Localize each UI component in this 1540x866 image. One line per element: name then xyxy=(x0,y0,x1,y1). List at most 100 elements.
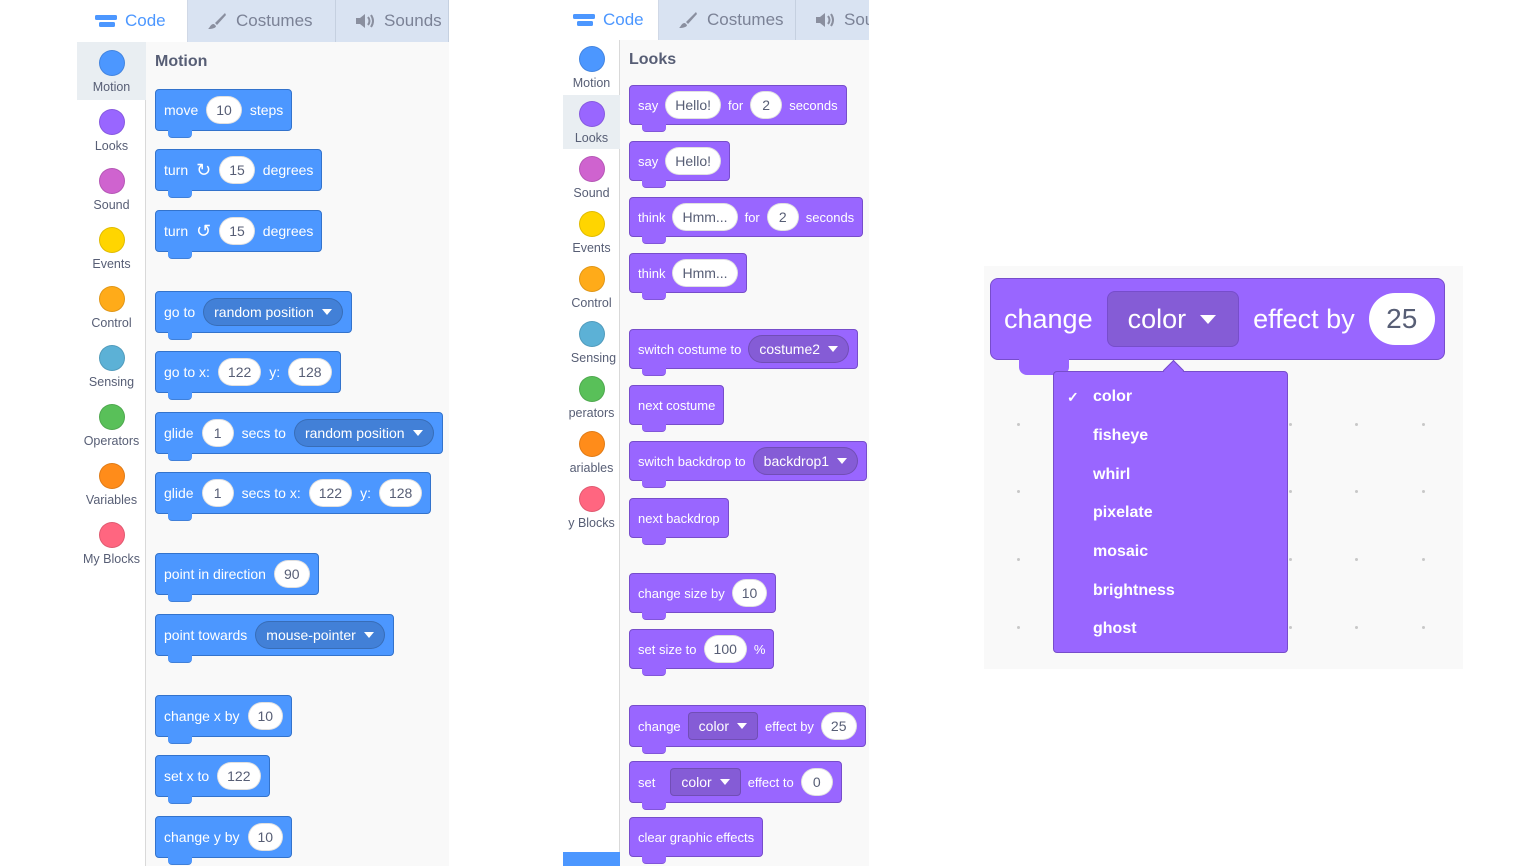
block-text: go to x: xyxy=(164,364,210,380)
set-effect-block[interactable]: set color effect to 0 xyxy=(629,761,842,810)
degrees-input[interactable]: 15 xyxy=(219,217,255,245)
effect-dropdown[interactable]: color xyxy=(687,712,759,740)
category-operators[interactable]: perators xyxy=(563,370,620,424)
change-effect-block[interactable]: change color effect by 25 xyxy=(629,705,866,754)
category-label: Events xyxy=(92,257,131,271)
secs-input[interactable]: 1 xyxy=(201,419,234,447)
tab-code[interactable]: Code xyxy=(77,0,188,42)
message-input[interactable]: Hmm... xyxy=(672,259,738,287)
menu-item-ghost[interactable]: ghost xyxy=(1054,610,1287,649)
next-backdrop-block[interactable]: next backdrop xyxy=(629,498,729,545)
point-towards-block[interactable]: point towards mouse-pointer xyxy=(155,614,394,663)
tab-sounds[interactable]: Sounds xyxy=(336,0,449,42)
category-motion[interactable]: Motion xyxy=(77,42,146,100)
change-size-block[interactable]: change size by 10 xyxy=(629,573,777,620)
move-steps-block[interactable]: move 10 steps xyxy=(155,89,293,138)
message-input[interactable]: Hello! xyxy=(665,91,722,119)
point-towards-dropdown[interactable]: mouse-pointer xyxy=(255,621,385,649)
message-input[interactable]: Hmm... xyxy=(672,203,738,231)
point-in-direction-block[interactable]: point in direction 90 xyxy=(155,553,319,602)
turn-right-block[interactable]: turn ↻ 15 degrees xyxy=(155,149,323,198)
backdrop-dropdown[interactable]: backdrop1 xyxy=(752,447,859,475)
category-events[interactable]: Events xyxy=(77,219,146,277)
category-events[interactable]: Events xyxy=(563,205,620,259)
glide-to-block[interactable]: glide 1 secs to random position xyxy=(155,412,443,461)
size-change-input[interactable]: 10 xyxy=(731,579,768,607)
y-input[interactable]: 128 xyxy=(378,479,423,507)
change-y-block[interactable]: change y by 10 xyxy=(155,816,293,865)
effect-set-input[interactable]: 0 xyxy=(800,768,833,796)
menu-item-pixelate[interactable]: pixelate xyxy=(1054,494,1287,533)
steps-input[interactable]: 10 xyxy=(206,96,242,124)
seconds-input[interactable]: 2 xyxy=(750,91,783,119)
effect-dropdown-large[interactable]: color xyxy=(1106,291,1240,347)
x-set-input[interactable]: 122 xyxy=(217,762,261,790)
category-my-blocks[interactable]: y Blocks xyxy=(563,480,620,534)
code-icon xyxy=(573,11,595,29)
switch-costume-block[interactable]: switch costume to costume2 xyxy=(629,329,859,376)
y-input[interactable]: 128 xyxy=(288,358,332,386)
category-sound[interactable]: Sound xyxy=(563,150,620,204)
set-x-block[interactable]: set x to 122 xyxy=(155,755,270,804)
category-scrollbar[interactable] xyxy=(563,852,620,866)
go-to-target-dropdown[interactable]: random position xyxy=(203,298,343,326)
think-for-block[interactable]: think Hmm... for 2 seconds xyxy=(629,197,864,244)
tab-code[interactable]: Code xyxy=(563,0,659,40)
category-operators[interactable]: Operators xyxy=(77,396,146,454)
category-control[interactable]: Control xyxy=(77,278,146,336)
category-control[interactable]: Control xyxy=(563,260,620,314)
go-to-xy-block[interactable]: go to x: 122 y: 128 xyxy=(155,351,341,400)
block-text: think xyxy=(638,265,666,281)
menu-item-mosaic[interactable]: mosaic xyxy=(1054,533,1287,572)
category-looks[interactable]: Looks xyxy=(77,101,146,159)
category-menu: Motion Looks Sound Events Control Sensin… xyxy=(563,40,620,866)
seconds-input[interactable]: 2 xyxy=(766,203,799,231)
say-for-block[interactable]: say Hello! for 2 seconds xyxy=(629,85,847,132)
next-costume-block[interactable]: next costume xyxy=(629,385,725,432)
menu-item-color[interactable]: ✓ color xyxy=(1054,378,1287,417)
x-input[interactable]: 122 xyxy=(308,479,353,507)
x-change-input[interactable]: 10 xyxy=(247,702,284,730)
glide-target-dropdown[interactable]: random position xyxy=(293,419,434,447)
menu-item-fisheye[interactable]: fisheye xyxy=(1054,417,1287,456)
y-change-input[interactable]: 10 xyxy=(247,823,284,851)
category-variables[interactable]: ariables xyxy=(563,425,620,479)
effect-change-input[interactable]: 25 xyxy=(820,712,857,740)
secs-input[interactable]: 1 xyxy=(201,479,234,507)
effect-dropdown[interactable]: color xyxy=(670,768,741,796)
category-sensing[interactable]: Sensing xyxy=(563,315,620,369)
glide-xy-block[interactable]: glide 1 secs to x: 122 y: 128 xyxy=(155,472,432,521)
tab-code-label: Code xyxy=(603,10,644,29)
costume-dropdown[interactable]: costume2 xyxy=(748,335,850,363)
set-size-block[interactable]: set size to 100 % xyxy=(629,629,775,676)
category-my-blocks[interactable]: My Blocks xyxy=(77,514,146,572)
menu-item-whirl[interactable]: whirl xyxy=(1054,455,1287,494)
effect-value-input[interactable]: 25 xyxy=(1368,293,1435,345)
category-looks[interactable]: Looks xyxy=(563,95,620,149)
switch-backdrop-block[interactable]: switch backdrop to backdrop1 xyxy=(629,441,868,488)
menu-item-brightness[interactable]: brightness xyxy=(1054,571,1287,610)
change-effect-block-large[interactable]: change color effect by 25 xyxy=(990,278,1445,375)
message-input[interactable]: Hello! xyxy=(665,147,722,175)
tab-costumes[interactable]: Costumes xyxy=(188,0,336,42)
size-set-input[interactable]: 100 xyxy=(703,635,747,663)
tab-costumes[interactable]: Costumes xyxy=(659,0,796,40)
category-variables[interactable]: Variables xyxy=(77,455,146,513)
change-x-block[interactable]: change x by 10 xyxy=(155,695,293,744)
category-motion[interactable]: Motion xyxy=(563,40,620,94)
motion-dot-icon xyxy=(98,50,125,76)
think-block[interactable]: think Hmm... xyxy=(629,253,747,300)
category-sensing[interactable]: Sensing xyxy=(77,337,146,395)
chevron-down-icon xyxy=(737,723,748,729)
category-sound[interactable]: Sound xyxy=(77,160,146,218)
go-to-block[interactable]: go to random position xyxy=(155,291,352,340)
menu-item-label: pixelate xyxy=(1093,504,1153,522)
clear-graphic-effects-block[interactable]: clear graphic effects xyxy=(629,817,764,864)
turn-left-block[interactable]: turn ↺ 15 degrees xyxy=(155,210,323,259)
direction-input[interactable]: 90 xyxy=(273,560,310,588)
x-input[interactable]: 122 xyxy=(217,358,262,386)
tab-sounds[interactable]: Sou xyxy=(796,0,869,40)
degrees-input[interactable]: 15 xyxy=(219,156,255,184)
say-block[interactable]: say Hello! xyxy=(629,141,731,188)
category-menu: Motion Looks Sound Events Control Sensin… xyxy=(77,42,146,866)
